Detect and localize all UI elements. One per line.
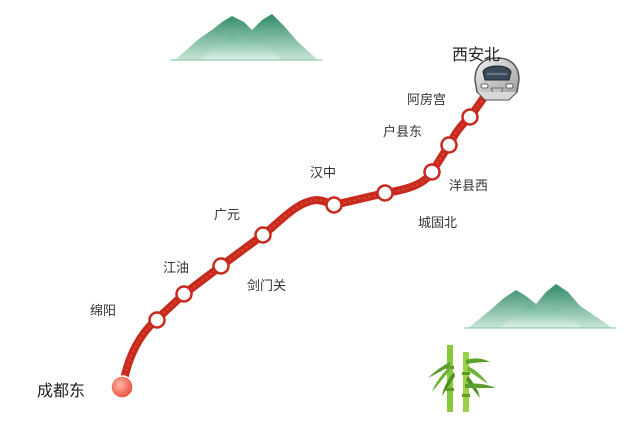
station-marker-guangyuan [254, 226, 272, 244]
station-marker-jiangyou [175, 285, 193, 303]
station-label-mianyang: 绵阳 [90, 304, 116, 319]
origin-terminal-marker [110, 375, 134, 399]
station-label-guangyuan: 广元 [214, 208, 240, 223]
station-label-yangxianxi: 洋县西 [449, 179, 488, 194]
railway-route-line [119, 82, 496, 389]
destination-label: 西安北 [452, 45, 500, 64]
station-marker-hanzhong [325, 196, 343, 214]
station-label-jianmenguan: 剑门关 [247, 278, 286, 294]
station-marker-yangxianxi [423, 163, 441, 181]
station-marker-afanggong [461, 108, 479, 126]
station-marker-mianyang [148, 311, 166, 329]
station-label-afanggong: 阿房宫 [407, 92, 446, 108]
high-speed-train-icon [474, 57, 520, 101]
station-marker-huxiandong [440, 136, 458, 154]
station-marker-jianmenguan [212, 257, 230, 275]
mountain-illustration-bottom [464, 284, 616, 329]
station-label-jiangyou: 江油 [163, 261, 189, 276]
mountain-illustration-top [170, 14, 322, 61]
station-markers [148, 108, 479, 329]
station-label-chengubei: 城固北 [418, 216, 457, 231]
origin-label: 成都东 [37, 381, 85, 400]
station-label-huxiandong: 户县东 [383, 124, 422, 140]
bamboo-illustration [428, 345, 496, 412]
station-label-hanzhong: 汉中 [310, 166, 336, 181]
station-marker-chengubei [376, 184, 394, 202]
